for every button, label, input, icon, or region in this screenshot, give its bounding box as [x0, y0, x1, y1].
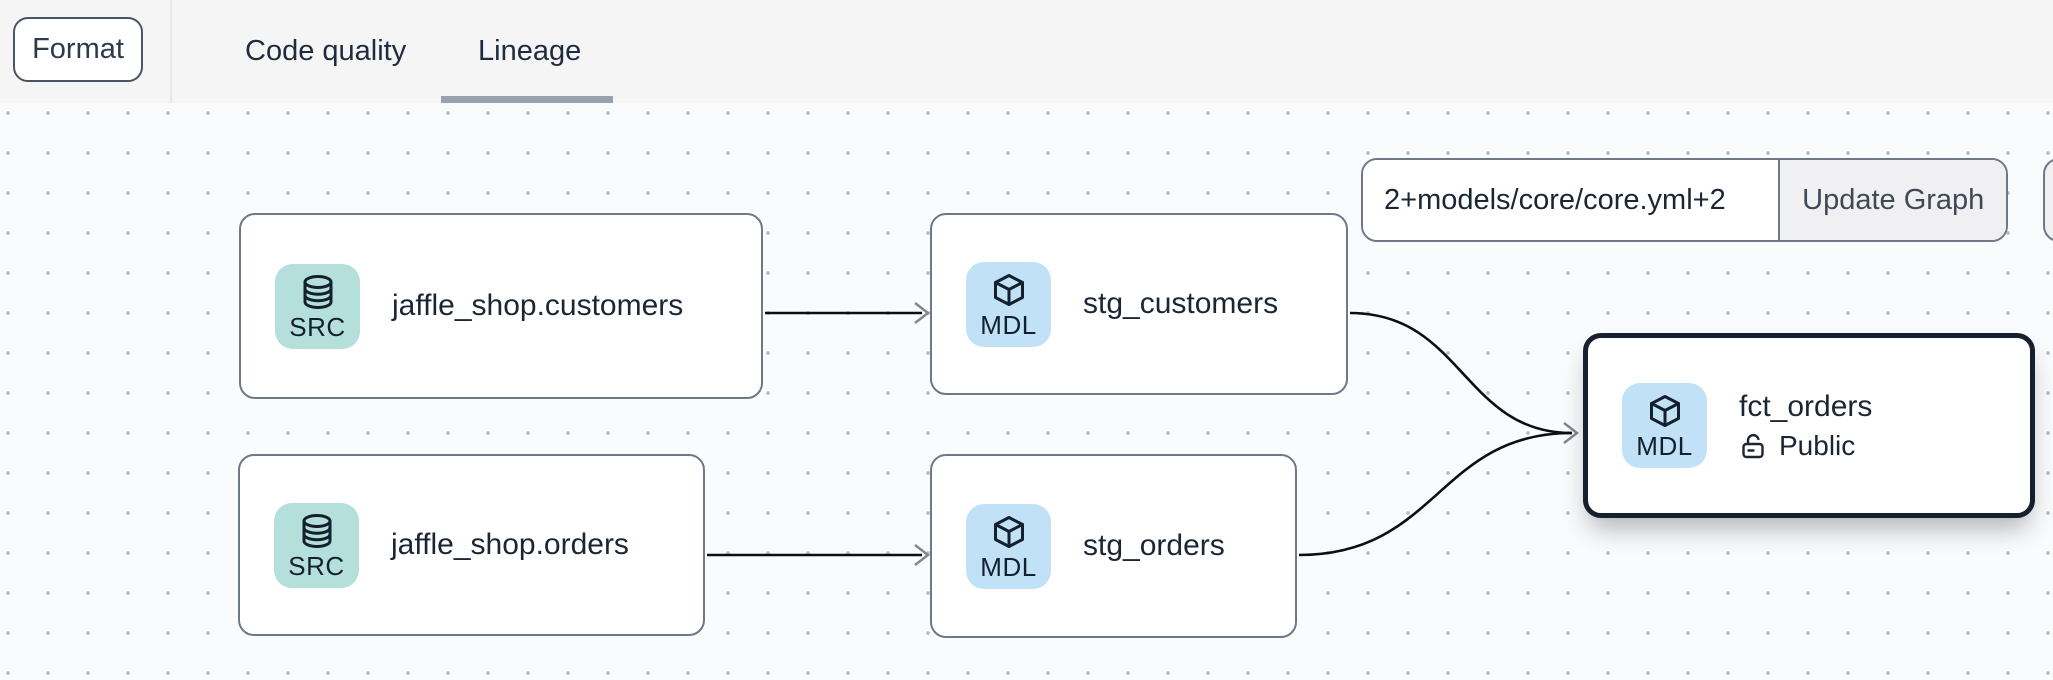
node-title: fct_orders [1739, 389, 1873, 423]
access-row: Public [1739, 430, 1872, 462]
model-badge: MDL [1622, 383, 1707, 468]
model-badge: MDL [966, 261, 1051, 347]
node-stg-orders[interactable]: MDL stg_orders [930, 454, 1297, 638]
format-button[interactable]: Format [13, 17, 143, 82]
database-icon [303, 274, 332, 309]
model-badge: MDL [966, 503, 1051, 589]
selector-input[interactable] [1363, 160, 1779, 240]
cube-icon [993, 515, 1024, 548]
update-graph-button[interactable]: Update Graph [1778, 160, 2006, 240]
badge-label: MDL [1636, 431, 1693, 461]
node-jaffle-shop-orders[interactable]: SRC jaffle_shop.orders [238, 454, 705, 636]
badge-label: SRC [289, 311, 346, 342]
node-fct-orders[interactable]: MDL fct_orders Public [1583, 333, 2035, 518]
cube-icon [1649, 395, 1680, 427]
node-jaffle-shop-customers[interactable]: SRC jaffle_shop.customers [239, 213, 763, 399]
clipped-right-button[interactable] [2043, 158, 2053, 242]
active-tab-underline [441, 96, 613, 103]
badge-label: MDL [980, 309, 1037, 340]
node-title: jaffle_shop.customers [392, 289, 684, 322]
node-title: stg_customers [1083, 287, 1279, 320]
badge-label: SRC [288, 550, 345, 581]
node-text: fct_orders Public [1739, 390, 1872, 462]
database-icon [302, 513, 331, 548]
access-label: Public [1779, 429, 1856, 461]
source-badge: SRC [275, 263, 360, 349]
selector-control: Update Graph [1361, 158, 2008, 242]
toolbar: Format Code quality Lineage [0, 0, 2053, 103]
tab-code-quality[interactable]: Code quality [245, 35, 407, 67]
node-stg-customers[interactable]: MDL stg_customers [930, 213, 1348, 395]
tab-lineage[interactable]: Lineage [478, 35, 582, 67]
source-badge: SRC [274, 502, 359, 588]
cube-icon [993, 273, 1024, 306]
node-title: stg_orders [1083, 529, 1225, 562]
unlock-icon [1742, 433, 1764, 458]
toolbar-divider [170, 0, 172, 103]
badge-label: MDL [980, 551, 1037, 582]
node-title: jaffle_shop.orders [391, 528, 629, 561]
